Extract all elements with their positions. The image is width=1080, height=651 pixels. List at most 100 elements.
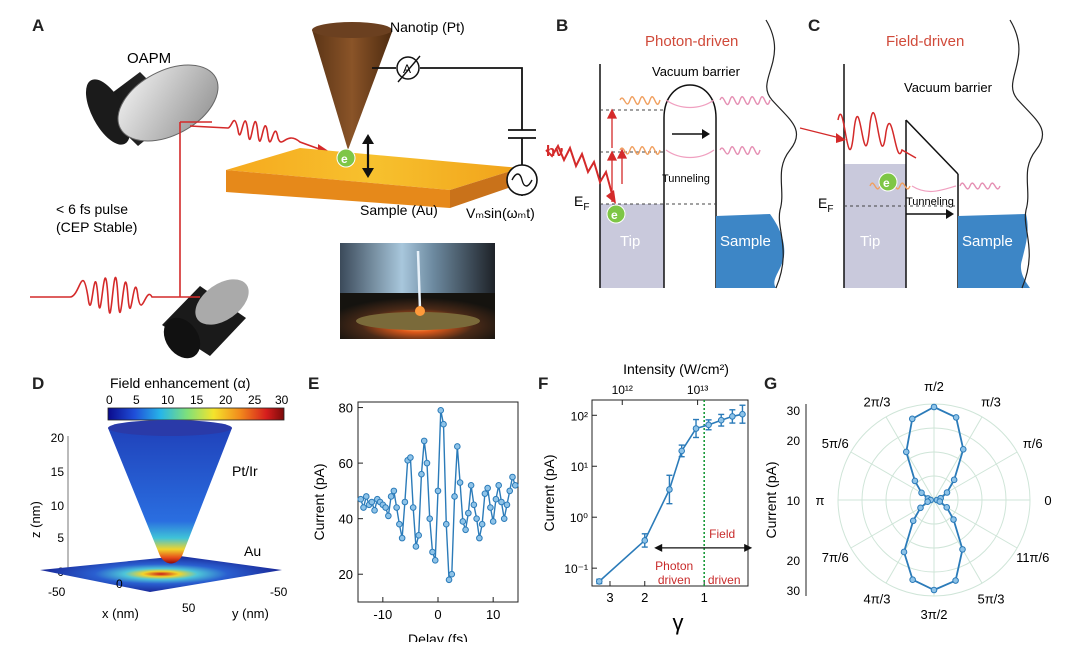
ammeter-icon — [396, 56, 420, 80]
colorbar — [107, 407, 285, 421]
panel-b-diagram: Photon-driven Vacuum barrier hν Tunnelin… — [545, 19, 798, 289]
panel-letter-b: B — [556, 16, 569, 35]
electron-icon — [336, 148, 356, 168]
data-point — [423, 459, 431, 467]
data-point — [412, 543, 420, 550]
panel-d-simulation: Field enhancement (α) 0 5 10 15 20 25 30… — [28, 375, 289, 621]
svg-text:e: e — [341, 152, 348, 166]
panel-a-setup: OAPM Nanotip (Pt) A e Sample (Au) < 6 fs… — [30, 19, 538, 359]
angle-label: 11π/6 — [1016, 550, 1049, 565]
radial-axis-label: Current (pA) — [763, 461, 779, 538]
data-point — [385, 512, 392, 520]
data-point — [959, 546, 966, 553]
nanotip-label: Nanotip (Pt) — [390, 19, 465, 35]
angle-label: π/6 — [1023, 436, 1043, 451]
data-point — [489, 518, 497, 525]
data-point — [442, 520, 450, 528]
angle-label: 3π/2 — [920, 607, 947, 622]
data-point — [478, 520, 486, 528]
svg-text:30: 30 — [275, 393, 289, 407]
data-point — [911, 477, 919, 485]
data-point — [362, 493, 370, 500]
panel-c-density-curve — [1009, 19, 1044, 289]
angle-label: 7π/6 — [822, 550, 849, 565]
colorbar-ticks: 0 5 10 15 20 25 30 — [106, 393, 289, 407]
data-point — [495, 482, 502, 489]
data-point — [371, 507, 378, 514]
panel-b-ef-label: EF — [574, 193, 589, 213]
angle-label: 2π/3 — [863, 394, 890, 409]
series-line — [360, 410, 516, 583]
data-point — [705, 421, 712, 429]
data-point — [484, 484, 491, 492]
colorbar-title: Field enhancement (α) — [110, 375, 250, 391]
input-pulse-wave — [30, 276, 200, 314]
data-point — [930, 586, 938, 594]
data-point — [360, 504, 367, 511]
panel-letter-c: C — [808, 16, 821, 35]
panel-c-ef-label: EF — [818, 195, 833, 215]
data-point — [481, 490, 489, 497]
data-point — [924, 498, 931, 506]
x-tick-label: -10 — [373, 607, 392, 622]
panel-c-sample-region — [958, 214, 1030, 288]
panel-b-tip-label: Tip — [620, 233, 640, 250]
nanotip-top — [312, 22, 392, 38]
panel-b-sample-label: Sample — [720, 233, 771, 250]
y-tick-label: 40 — [339, 512, 353, 527]
svg-text:e: e — [611, 208, 618, 222]
panel-letter-e: E — [308, 374, 320, 393]
nanotip-cone — [312, 25, 392, 150]
y-axis-label: Current (pA) — [311, 463, 327, 540]
data-point — [409, 504, 417, 511]
data-point — [393, 504, 400, 511]
y-tick-label: 80 — [339, 401, 353, 416]
angle-label: π/2 — [924, 379, 944, 394]
y-axis-label: y (nm) — [232, 606, 269, 621]
data-point — [445, 576, 453, 584]
field-wave — [837, 111, 917, 159]
panel-c-tunneling-label: Tunneling — [906, 196, 954, 208]
x-tick-label: 10 — [486, 607, 500, 622]
photon-label-2: driven — [658, 573, 691, 587]
data-point — [909, 576, 916, 583]
svg-text:50: 50 — [182, 601, 196, 615]
data-point — [666, 486, 673, 493]
data-point — [476, 534, 483, 542]
polar-grid-spoke — [933, 499, 983, 584]
data-point — [678, 447, 685, 455]
flat-mirror — [162, 279, 249, 359]
top-tick-label: 10¹³ — [687, 383, 708, 397]
x-axis-label: Delay (fs) — [408, 631, 468, 642]
oapm-label: OAPM — [127, 50, 171, 67]
data-point — [739, 410, 746, 418]
svg-text:-50: -50 — [270, 585, 288, 599]
data-point — [908, 415, 916, 423]
density-curve — [765, 19, 798, 289]
panel-letter-g: G — [764, 374, 778, 393]
data-point — [431, 557, 439, 564]
data-point — [357, 495, 365, 503]
x-tick-label: 2 — [641, 590, 648, 605]
data-point — [641, 537, 649, 544]
data-point — [415, 532, 422, 539]
data-point — [368, 498, 376, 506]
data-point — [462, 526, 469, 534]
data-point — [492, 495, 500, 503]
ammeter-label: A — [403, 62, 411, 76]
vacuum-barrier — [663, 84, 717, 119]
z-axis-label: z (nm) — [28, 501, 43, 538]
data-point — [936, 498, 944, 505]
data-point — [426, 515, 434, 522]
data-point — [918, 489, 925, 497]
x-tick-label: 1 — [701, 590, 708, 605]
data-point — [902, 448, 910, 456]
data-point — [465, 509, 472, 517]
data-point — [459, 518, 467, 525]
data-point — [440, 420, 447, 428]
sample-label: Sample (Au) — [360, 202, 438, 218]
data-point — [470, 501, 478, 509]
field-label-2: driven — [708, 573, 741, 587]
regime-arrowhead-right — [744, 543, 753, 552]
panel-c-sample-label: Sample — [962, 233, 1013, 250]
